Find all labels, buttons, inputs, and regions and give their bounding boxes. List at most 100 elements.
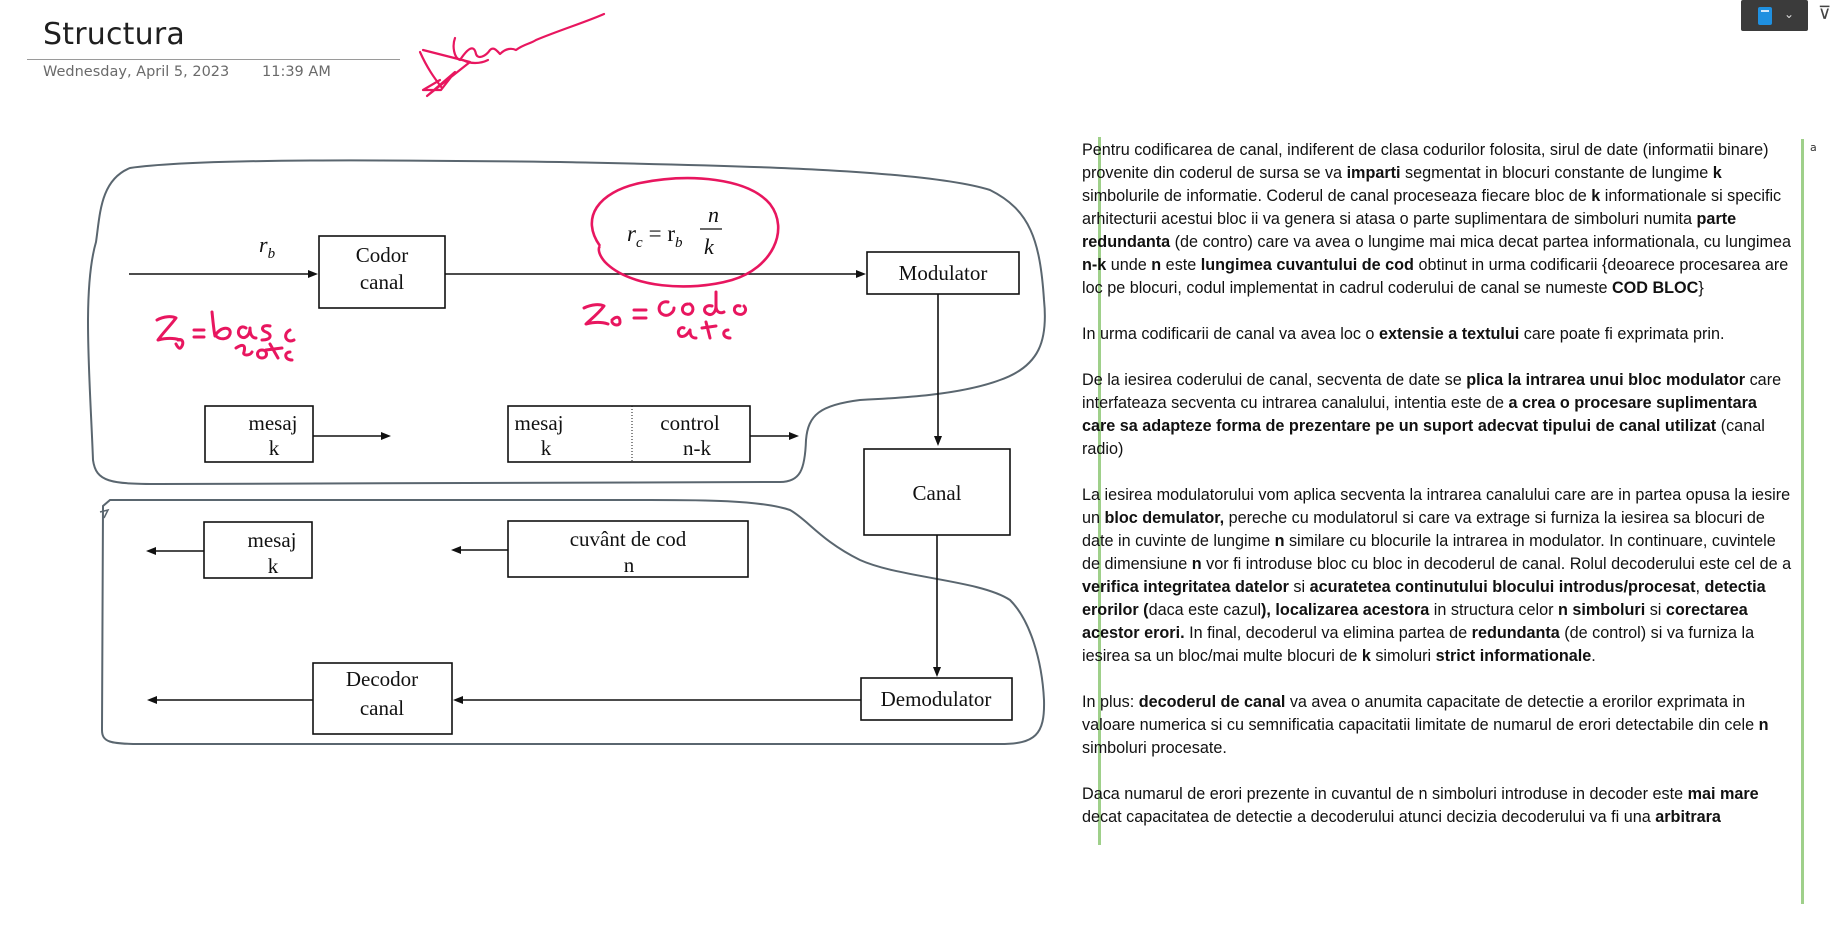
text-run: daca este cazul: [1148, 601, 1262, 619]
codor-to-modulator-arrowhead: [856, 270, 866, 278]
text-run: si: [1645, 601, 1666, 619]
text-run: verifica integritatea datelor: [1082, 578, 1289, 596]
paragraph-marker-right: [1801, 139, 1804, 904]
rc-denominator: k: [704, 234, 715, 259]
decodor-label-line2: canal: [360, 696, 404, 720]
cuvant-label: cuvânt de cod: [570, 527, 687, 551]
text-run: ,: [1695, 578, 1705, 596]
text-run: informationale si specific arhitecturii …: [1082, 187, 1782, 228]
text-run: In urma codificarii de canal va avea loc…: [1082, 325, 1379, 343]
mesaj-upper-arrowhead: [381, 432, 391, 440]
chevron-down-icon: ⌄: [1784, 7, 1795, 21]
decodor-label-line1: Decodor: [346, 667, 418, 691]
paragraph-3[interactable]: De la iesirea coderului de canal, secven…: [1082, 369, 1794, 461]
cuvant-de-cod-box: [507, 520, 749, 578]
mesaj-k-box-lower: [203, 521, 313, 579]
demodulator-to-decodor-arrowhead: [453, 696, 463, 704]
text-run: mai mare: [1687, 785, 1759, 803]
mesaj-control-nk: n-k: [683, 436, 711, 460]
text-run: (de control) si va furniza la iesirea sa…: [1082, 624, 1755, 665]
text-run: va avea o anumita capacitate de detectie…: [1082, 693, 1759, 734]
input-arrowhead: [308, 270, 318, 278]
filter-icon[interactable]: ⊽: [1818, 3, 1832, 24]
text-run: (canal radio): [1082, 417, 1765, 458]
text-run: strict informationale: [1435, 647, 1592, 665]
page-title[interactable]: Structura: [43, 17, 185, 52]
output-arrowhead: [147, 696, 157, 704]
mesaj-control-control: control: [660, 411, 720, 435]
text-run: a crea o procesare suplimentara care sa …: [1082, 394, 1757, 435]
notebook-switcher-button[interactable]: ⌄: [1741, 0, 1808, 31]
text-run: vor fi introduse bloc cu bloc in decoder…: [1201, 555, 1792, 573]
text-run: corectarea acestor erori.: [1082, 601, 1748, 642]
text-run: .: [1591, 647, 1596, 665]
text-run: segmentat in blocuri constante de lungim…: [1400, 164, 1713, 182]
codor-label-line1: Codor: [356, 243, 409, 267]
lower-lasso-outline: [100, 499, 1046, 745]
decodor-canal-box: [312, 662, 453, 735]
paragraph-marker-left: [1098, 137, 1101, 845]
text-run: De la iesirea coderului de canal, secven…: [1082, 371, 1467, 389]
text-run: n: [1151, 256, 1162, 274]
mesaj-control-k: k: [541, 436, 552, 460]
paragraph-1[interactable]: Pentru codificarea de canal, indiferent …: [1082, 139, 1794, 300]
paragraph-4[interactable]: La iesirea modulatorului vom aplica secv…: [1082, 484, 1794, 668]
canal-box: [863, 448, 1011, 536]
text-run: este: [1161, 256, 1201, 274]
codor-canal-box: [318, 235, 446, 309]
mesaj-upper-k: k: [269, 436, 280, 460]
paragraph-5[interactable]: In plus: decoderul de canal va avea o an…: [1082, 691, 1794, 760]
side-marker: a: [1810, 141, 1817, 154]
rc-formula: rc= rb: [627, 221, 683, 251]
cuvant-n: n: [624, 553, 635, 577]
rc-code-rate-handwriting: [582, 290, 748, 340]
upper-lasso-outline: [87, 159, 1046, 486]
text-run: detectia erorilor (: [1082, 578, 1766, 619]
paragraph-2[interactable]: In urma codificarii de canal va avea loc…: [1082, 323, 1794, 346]
page-time: 11:39 AM: [262, 64, 331, 80]
text-run: k: [1712, 164, 1722, 182]
text-run: in structura celor: [1429, 601, 1558, 619]
note-text-container[interactable]: Pentru codificarea de canal, indiferent …: [1082, 139, 1794, 852]
mesaj-upper-label: mesaj: [249, 411, 298, 435]
title-underline: [27, 59, 400, 60]
text-run: k: [1361, 647, 1371, 665]
text-run: simbolurile de informatie. Coderul de ca…: [1082, 187, 1592, 205]
text-run: n: [1274, 532, 1285, 550]
modulator-to-canal-arrowhead: [934, 436, 942, 446]
text-run: similare cu blocurile la intrarea in mod…: [1082, 532, 1776, 573]
modulator-label: Modulator: [899, 261, 988, 285]
text-run: lungimea cuvantului de cod: [1200, 256, 1414, 274]
canal-to-demodulator-arrowhead: [933, 667, 941, 677]
channel-coding-diagram: rb Codor canal rc= rb n k Modulator Cana…: [87, 159, 1046, 745]
text-run: bloc demulator,: [1104, 509, 1225, 527]
text-run: imparti: [1346, 164, 1401, 182]
text-run: k: [1591, 187, 1601, 205]
cuvant-arrowhead: [451, 546, 461, 554]
notebook-icon: [1758, 7, 1772, 25]
text-run: pereche cu modulatorul si care va extrag…: [1082, 509, 1765, 550]
paragraph-6[interactable]: Daca numarul de erori prezente in cuvant…: [1082, 783, 1794, 829]
mesaj-control-arrowhead: [789, 432, 799, 440]
text-run: redundanta: [1471, 624, 1560, 642]
text-run: ), localizarea acestora: [1261, 601, 1430, 619]
text-run: acuratetea continutului blocului introdu…: [1309, 578, 1696, 596]
demodulator-box: [860, 677, 1013, 721]
rc-numerator: n: [708, 202, 719, 227]
text-run: parte redundanta: [1082, 210, 1737, 251]
mesaj-lower-label: mesaj: [248, 528, 297, 552]
text-run: decat capacitatea de detectie a decoderu…: [1082, 808, 1656, 826]
text-run: In plus:: [1082, 693, 1139, 711]
text-run: }: [1698, 279, 1704, 297]
rc-highlight-circle: [590, 176, 780, 288]
text-run: arbitrara: [1655, 808, 1721, 826]
codor-label-line2: canal: [360, 270, 404, 294]
text-run: decoderul de canal: [1138, 693, 1286, 711]
text-run: si: [1288, 578, 1310, 596]
text-run: Daca numarul de erori prezente in cuvant…: [1082, 785, 1688, 803]
rb-symbol: rb: [259, 232, 276, 262]
text-run: In final, decoderul va elimina partea de: [1184, 624, 1472, 642]
mesaj-lower-arrowhead: [146, 547, 156, 555]
text-run: extensie a textului: [1378, 325, 1520, 343]
text-run: n-k: [1082, 256, 1107, 274]
